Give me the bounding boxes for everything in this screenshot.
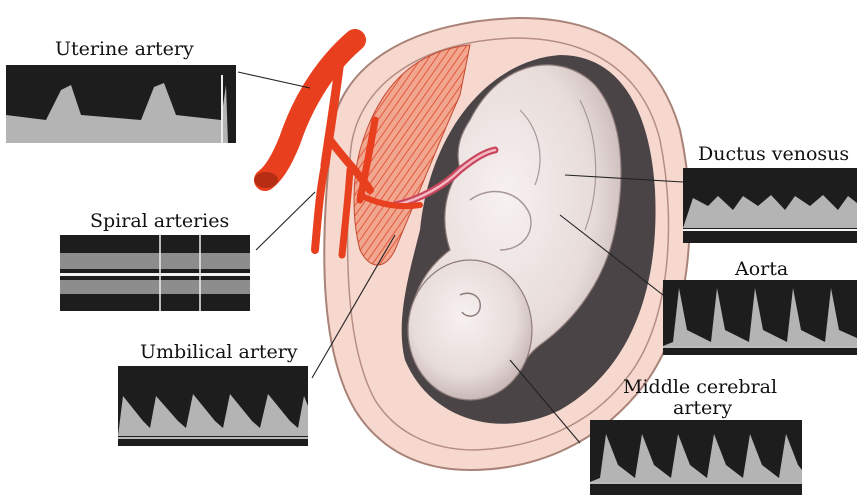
middle-cerebral-artery-waveform	[590, 420, 802, 495]
label-middle-cerebral-artery-line2: artery	[673, 397, 732, 419]
label-aorta: Aorta	[735, 258, 788, 280]
label-spiral-arteries: Spiral arteries	[90, 210, 229, 232]
label-ductus-venosus: Ductus venosus	[698, 143, 849, 165]
fetus-head	[408, 260, 532, 400]
label-middle-cerebral-artery-line1: Middle cerebral	[623, 376, 777, 398]
label-uterine-artery: Uterine artery	[55, 38, 194, 60]
label-umbilical-artery: Umbilical artery	[140, 341, 298, 363]
spiral-arteries-waveform	[60, 235, 250, 311]
umbilical-artery-waveform	[118, 366, 308, 446]
ductus-venosus-waveform	[683, 168, 857, 243]
aorta-waveform	[663, 280, 857, 355]
uterine-artery-waveform	[6, 65, 236, 143]
